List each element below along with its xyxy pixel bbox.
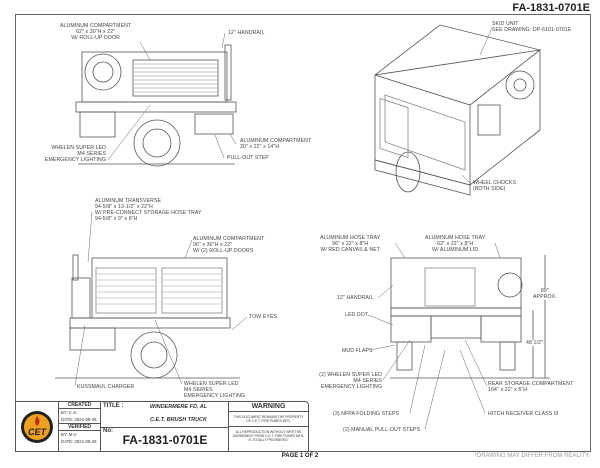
- label-hose-tray-96: ALUMINUM HOSE TRAY 96" x 22" x 8"H W/ RE…: [320, 235, 380, 253]
- label-line: 30" x 22" x 14"H: [240, 144, 280, 150]
- label-line: (2) WHELEN SUPER LED: [319, 372, 382, 378]
- warning-text-1: THIS DOCUMENT REMAINS THE PROPERTY OF C.…: [229, 412, 308, 427]
- label-line: ALUMINUM TRANSVERSE: [95, 198, 162, 204]
- label-line: W/ PRE-CONNECT STORAGE HOSE TRAY: [95, 210, 202, 216]
- label-line: EMERGENCY LIGHTING: [320, 384, 382, 390]
- label-line: 96" x 30"H x 22": [193, 242, 233, 248]
- number-cell: No: FA-1831-0701E: [101, 428, 229, 451]
- label-line: 89": [540, 288, 549, 294]
- label-line: ALUMINUM COMPARTMENT: [60, 23, 132, 29]
- title-line-2: C.E.T. BRUSH TRUCK: [149, 417, 208, 423]
- disclaimer-note: *DRAWING MAY DIFFER FROM REALITY.: [474, 453, 590, 459]
- title-label: TITLE :: [103, 403, 124, 409]
- label-wheel-chocks: WHEEL CHOCKS (BOTH SIDE): [473, 180, 516, 192]
- label-skid-unit: SKID UNIT SEE DRAWING: DP-6101-0701E: [492, 21, 571, 33]
- approval-cell: CREATED BY: C.S. DATE: 2021-08-26 VERIFI…: [59, 402, 101, 451]
- page-indicator: PAGE 1 OF 2: [281, 453, 319, 459]
- label-line: REAR STORAGE COMPARTMENT: [488, 381, 574, 387]
- label-line: 94-5/8" x 9" x 8"H: [95, 216, 138, 222]
- label-kussmaul-charger: KUSSMAUL CHARGER: [77, 384, 135, 390]
- title-line-1: WINDERMERE FD, AL: [149, 404, 208, 410]
- cet-logo: CET: [21, 411, 53, 443]
- label-line: 62" x 30"H x 22": [76, 29, 116, 35]
- label-hose-tray-62: ALUMINUM HOSE TRAY 62" x 22" x 8"H W/ AL…: [425, 235, 485, 253]
- label-bed-height: 48 1/2": [526, 340, 543, 346]
- label-line: WHELEN SUPER LED: [184, 381, 239, 387]
- label-line: 94-5/8" x 13-1/2" x 22"H: [95, 204, 153, 210]
- label-lighting-1: WHELEN SUPER LED M4 SERIES EMERGENCY LIG…: [40, 145, 106, 163]
- warning-header: WARNING: [229, 402, 308, 412]
- label-line: W/ (2) ROLL-UP DOORS: [193, 248, 254, 254]
- drawing-number: FA-1831-0701E: [122, 433, 208, 447]
- label-line: EMERGENCY LIGHTING: [44, 157, 106, 163]
- logo-cell: CET: [16, 402, 59, 451]
- label-line: WHEEL CHOCKS: [473, 180, 517, 186]
- label-line: SEE DRAWING: DP-6101-0701E: [492, 27, 572, 33]
- label-line: M4 SERIES: [184, 387, 213, 393]
- label-pull-out-steps: (2) MANUAL PULL-OUT STEPS: [343, 427, 421, 433]
- label-line: EMERGENCY LIGHTING: [184, 393, 246, 399]
- document-number: FA-1831-0701E: [512, 2, 590, 14]
- rear-view-drawing: [390, 255, 550, 379]
- label-line: WHELEN SUPER LED: [51, 145, 106, 151]
- label-rear-handrail: 12" HANDRAIL: [337, 295, 374, 301]
- label-line: W/ RED CANVAS & NET: [320, 247, 381, 253]
- side-view-1-drawing: [75, 44, 237, 167]
- no-label: No:: [103, 428, 113, 434]
- label-line: SKID UNIT: [492, 21, 519, 27]
- label-line: 104" x 22" x 5"H: [488, 387, 528, 393]
- label-line: 96" x 22" x 8"H: [332, 241, 369, 247]
- label-side-compartment: ALUMINUM COMPARTMENT 30" x 22" x 14"H: [240, 138, 311, 150]
- label-line: ALUMINUM HOSE TRAY: [425, 235, 486, 241]
- label-line: ALUMINUM COMPARTMENT: [193, 236, 265, 242]
- label-compartment-96: ALUMINUM COMPARTMENT 96" x 30"H x 22" W/…: [193, 236, 264, 254]
- side-view-2-drawing: [55, 254, 240, 379]
- label-compartment-62: ALUMINUM COMPARTMENT 62" x 30"H x 22" W/…: [60, 23, 131, 41]
- verified-by: BY: M.V.: [61, 432, 78, 437]
- isometric-view-drawing: [374, 24, 542, 196]
- title-cell: TITLE : WINDERMERE FD, AL C.E.T. BRUSH T…: [101, 402, 229, 428]
- warning-cell: WARNING THIS DOCUMENT REMAINS THE PROPER…: [229, 402, 308, 451]
- label-line: (BOTH SIDE): [473, 186, 506, 192]
- verified-date: DATE: 2021-08-26: [61, 439, 97, 444]
- label-line: ALUMINUM COMPARTMENT: [240, 138, 312, 144]
- label-led-dot: LED DOT: [345, 312, 369, 318]
- svg-text:CET: CET: [28, 427, 48, 437]
- verified-header: VERIFIED: [59, 424, 100, 431]
- label-line: M4 SERIES: [77, 151, 106, 157]
- created-date: DATE: 2021-08-26: [59, 416, 100, 424]
- created-header: CREATED: [59, 402, 100, 409]
- warning-text-2: ALL REPRODUCTION WITHOUT WRITTEN AGREEME…: [232, 430, 305, 442]
- label-rear-storage: REAR STORAGE COMPARTMENT 104" x 22" x 5"…: [488, 381, 573, 393]
- label-line: APPROX.: [533, 294, 557, 300]
- label-line: W/ ALUMINUM LID: [432, 247, 479, 253]
- label-transverse: ALUMINUM TRANSVERSE 94-5/8" x 13-1/2" x …: [95, 198, 202, 222]
- created-by: BY: C.S.: [61, 410, 78, 415]
- label-line: M4 SERIES: [353, 378, 382, 384]
- label-handrail: 12" HANDRAIL: [228, 30, 265, 36]
- label-height-89: 89" APPROX.: [533, 288, 557, 300]
- title-block: CET CREATED BY: C.S. DATE: 2021-08-26 VE…: [15, 401, 309, 452]
- leader-lines: [74, 27, 501, 430]
- label-line: 62" x 22" x 8"H: [437, 241, 474, 247]
- label-lighting-3: (2) WHELEN SUPER LED M4 SERIES EMERGENCY…: [310, 372, 382, 390]
- label-tow-eyes: TOW EYES: [249, 314, 278, 320]
- label-mud-flaps: MUD FLAPS: [342, 348, 373, 354]
- label-lighting-2: WHELEN SUPER LED M4 SERIES EMERGENCY LIG…: [184, 381, 245, 399]
- label-line: ALUMINUM HOSE TRAY: [320, 235, 381, 241]
- label-folding-steps: (3) NFPA FOLDING STEPS: [333, 411, 400, 417]
- label-hitch: HITCH RECEIVER CLASS III: [488, 411, 559, 417]
- label-line: W/ ROLL-UP DOOR: [71, 35, 120, 41]
- label-pull-out-step: PULL-OUT STEP: [227, 155, 269, 161]
